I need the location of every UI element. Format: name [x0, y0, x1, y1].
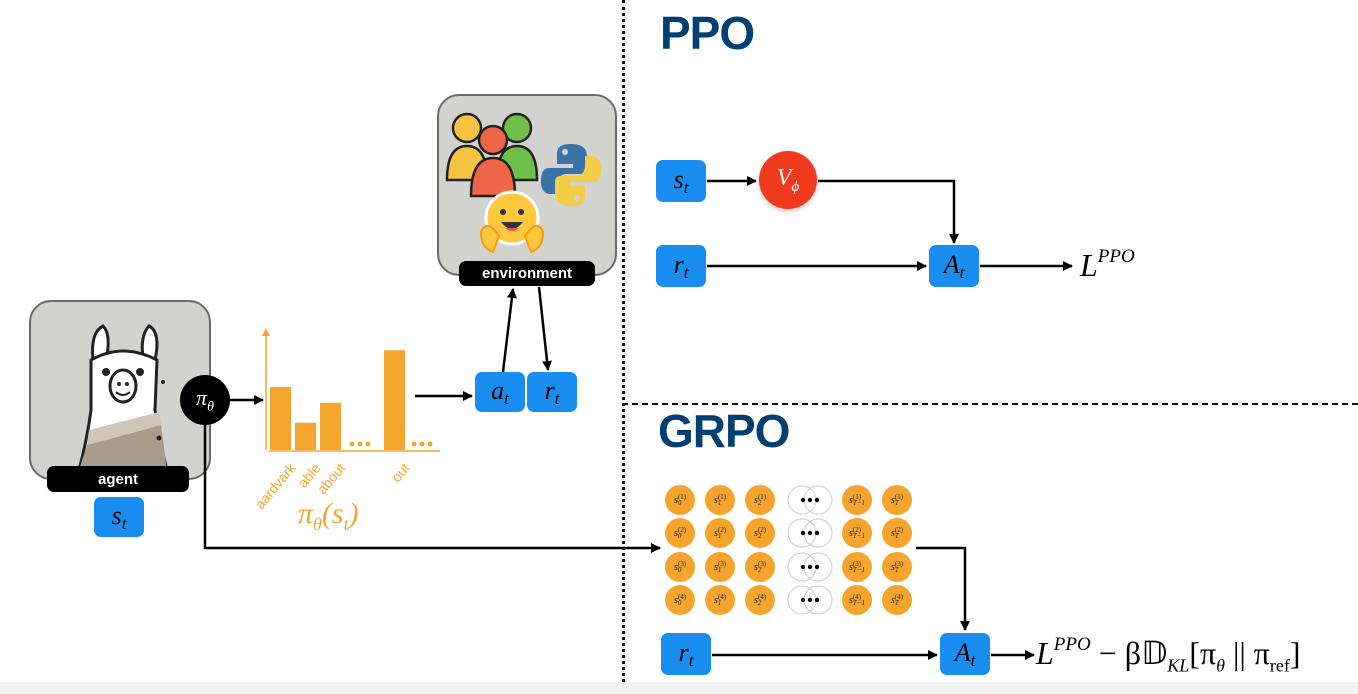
state-node: s(3)T: [882, 552, 912, 582]
state-node: s(1)T: [882, 485, 912, 515]
state-node: s(2)T: [882, 518, 912, 548]
arrow-grid-to-advantage: [916, 546, 970, 631]
grpo-reward-box[interactable]: rt: [661, 633, 711, 675]
vertical-divider: [622, 0, 625, 694]
python-logo-icon: [541, 144, 601, 206]
state-node: s(4)T: [882, 585, 912, 615]
state-node: s(3)0: [665, 552, 695, 582]
chart-ellipsis-dot: [365, 441, 371, 447]
arrow-environment-to-reward: [537, 286, 553, 371]
chart-ellipsis-dot: [349, 441, 355, 447]
ppo-title: PPO: [660, 7, 755, 59]
chart-ellipsis-dot: [357, 441, 363, 447]
agent-state-box[interactable]: st: [94, 497, 144, 537]
chart-bar-able: [295, 422, 316, 450]
chart-ellipsis-dot: [411, 441, 417, 447]
state-node: s(2)1: [705, 518, 735, 548]
chart-y-axis-arrow: [262, 328, 270, 336]
ppo-loss: LPPO: [1080, 246, 1135, 283]
grid-ellipsis: [784, 585, 840, 615]
hugging-face-icon: [479, 190, 545, 254]
grid-ellipsis: [784, 485, 840, 515]
ppo-advantage-box[interactable]: At: [929, 245, 979, 287]
ppo-reward-box[interactable]: rt: [656, 245, 706, 287]
environment-label: environment: [459, 261, 595, 286]
bottom-band: [0, 682, 1358, 694]
chart-ellipsis-dot: [427, 441, 433, 447]
state-node: s(4)2: [745, 585, 775, 615]
agent-state-symbol: st: [111, 500, 127, 533]
chart-ellipsis-dot: [419, 441, 425, 447]
llama-icon: [77, 324, 169, 470]
state-node: s(4)1: [705, 585, 735, 615]
state-node: s(2)T−1: [842, 518, 872, 548]
state-node: s(1)1: [705, 485, 735, 515]
arrow-action-to-environment: [501, 288, 517, 373]
chart-caption: πθ(st): [298, 497, 359, 534]
grpo-loss: LPPO − β𝔻KL[πθ || πref]: [1036, 634, 1301, 676]
grid-ellipsis: [784, 552, 840, 582]
agent-label: agent: [47, 466, 189, 492]
state-node: s(2)0: [665, 518, 695, 548]
state-node: s(3)T−1: [842, 552, 872, 582]
reward-box[interactable]: rt: [527, 372, 577, 412]
state-node: s(1)T−1: [842, 485, 872, 515]
state-node: s(1)0: [665, 485, 695, 515]
state-node: s(2)2: [745, 518, 775, 548]
state-node: s(4)0: [665, 585, 695, 615]
value-function-node[interactable]: Vϕ: [759, 151, 817, 209]
policy-node[interactable]: πθ: [180, 375, 230, 425]
grpo-title: GRPO: [658, 405, 790, 457]
people-group-icon: [445, 112, 539, 198]
chart-bar-out: [384, 350, 405, 450]
state-node: s(3)1: [705, 552, 735, 582]
horizontal-divider: [622, 403, 1358, 405]
action-box[interactable]: at: [475, 372, 525, 412]
grpo-advantage-box[interactable]: At: [940, 633, 990, 675]
state-node: s(1)2: [745, 485, 775, 515]
state-node: s(4)T−1: [842, 585, 872, 615]
chart-bar-aardvark: [270, 387, 291, 450]
arrow-policy-to-grpo: [203, 425, 661, 553]
grid-ellipsis: [784, 518, 840, 548]
environment-card: [437, 94, 617, 276]
arrow-value-to-advantage: [818, 179, 959, 244]
ppo-state-box[interactable]: st: [656, 160, 706, 202]
chart-bar-about: [320, 402, 341, 450]
state-node: s(3)2: [745, 552, 775, 582]
